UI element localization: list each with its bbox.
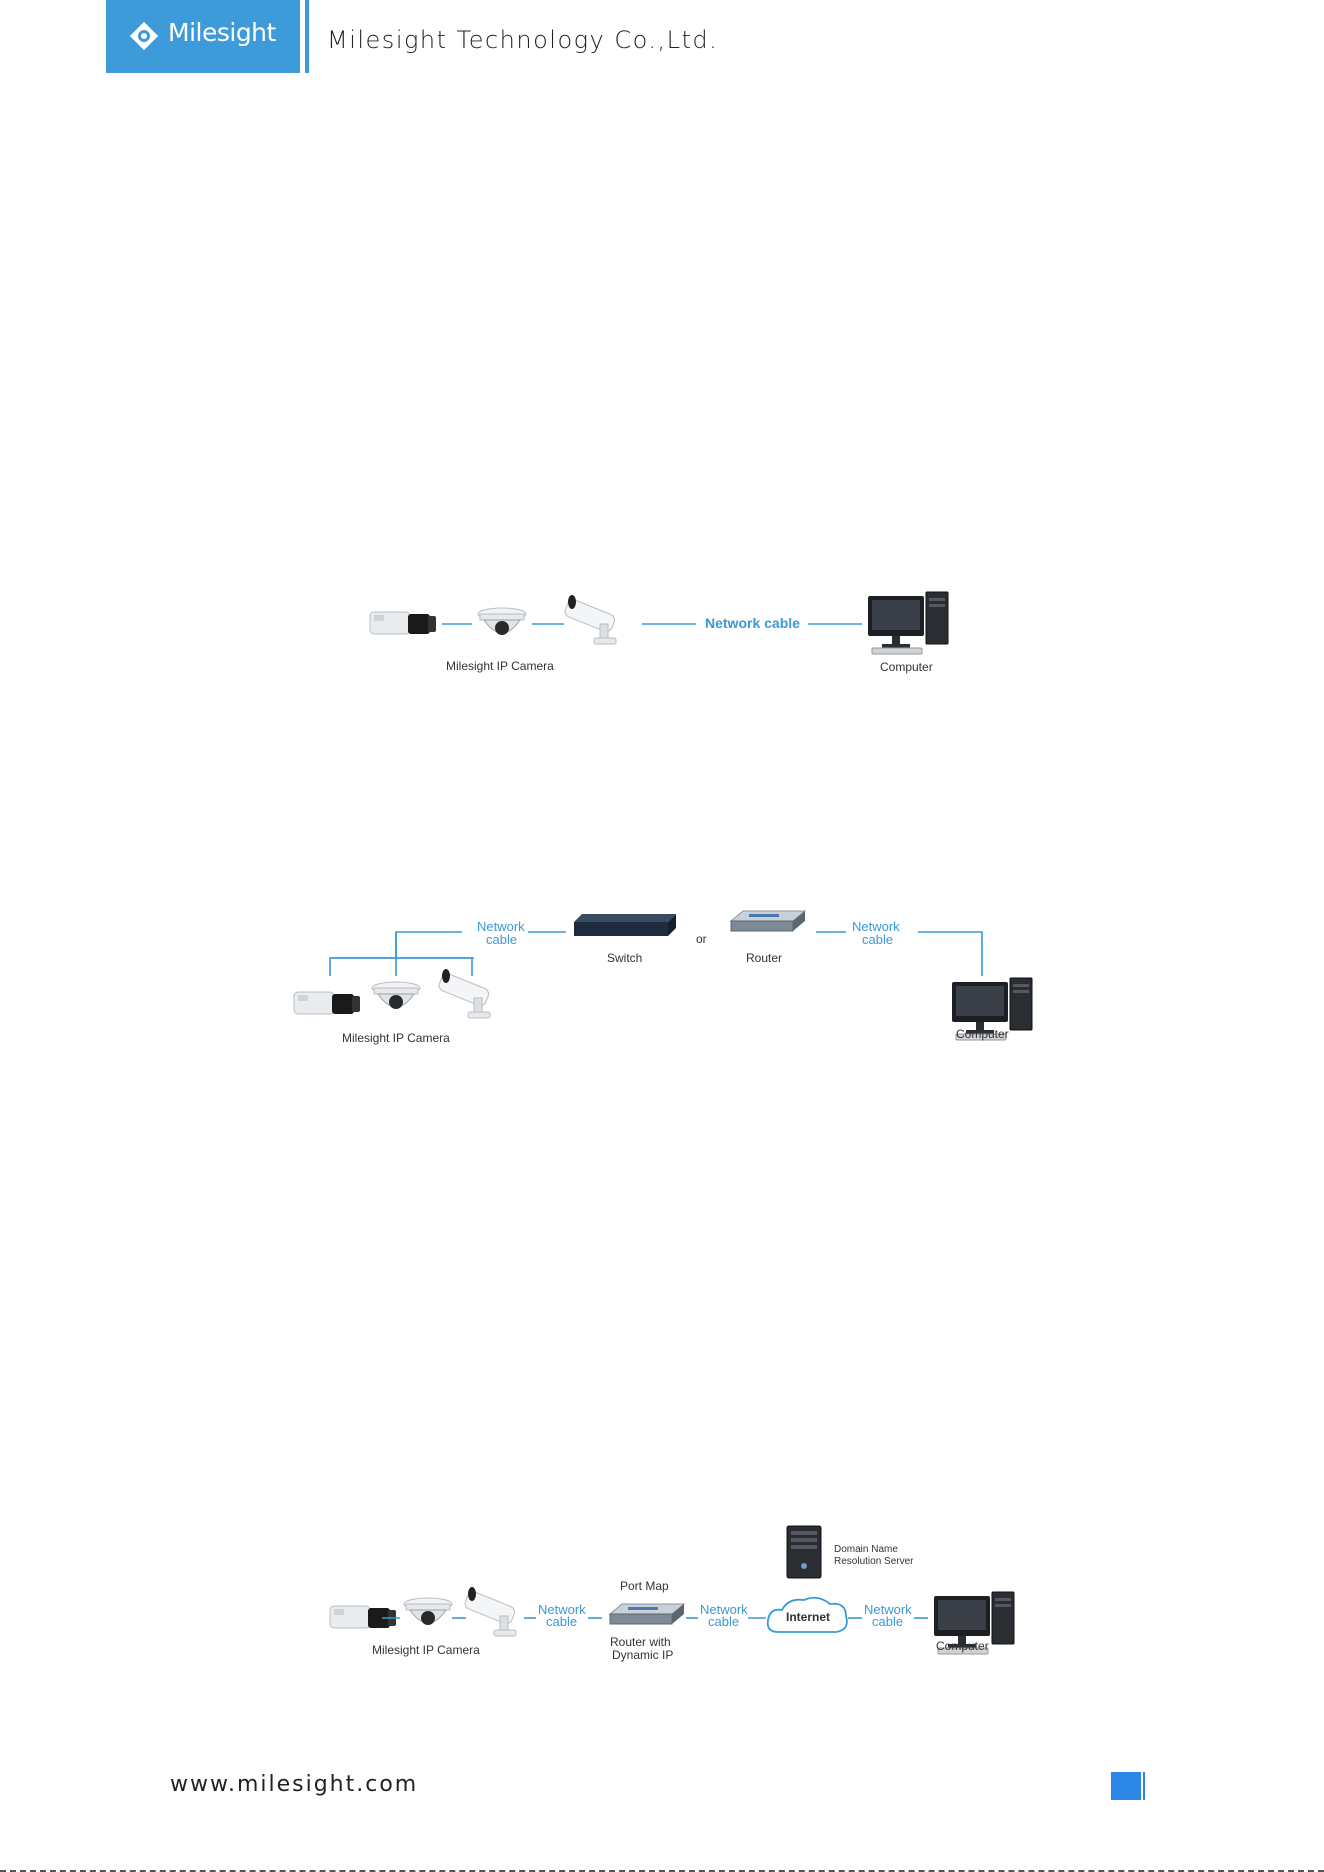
cable-label-3: cable	[872, 1614, 903, 1629]
milesight-logo-icon	[130, 22, 158, 50]
cable-label-2: Network	[700, 1602, 748, 1617]
cable-label-1: cable	[546, 1614, 577, 1629]
computer-label: Computer	[936, 1639, 989, 1653]
router-icon	[730, 910, 806, 932]
cable-label: Network cable	[705, 615, 800, 631]
page-bottom-border	[0, 1870, 1324, 1872]
computer-label: Computer	[956, 1027, 1009, 1041]
page-badge-divider	[1143, 1772, 1145, 1800]
cable-label-3: Network	[864, 1602, 912, 1617]
router-label: Dynamic IP	[612, 1648, 673, 1662]
brand-logo: Milesight	[106, 0, 300, 73]
bullet-camera-icon	[436, 968, 491, 1019]
box-camera-icon	[293, 991, 361, 1015]
diagram-direct-connection: Network cable Milesight IP Camera Comput…	[369, 591, 949, 674]
box-camera-icon	[329, 1605, 397, 1629]
diagram-lan-connection: Network cable Switch or Router Network c…	[293, 910, 1033, 1045]
cable-label-right: Network	[852, 919, 900, 934]
router-label: Router	[746, 951, 782, 965]
cable-label-left: Network	[477, 919, 525, 934]
cable-label-right: cable	[862, 932, 893, 947]
camera-label: Milesight IP Camera	[372, 1643, 480, 1657]
switch-label: Switch	[607, 951, 642, 965]
logo-text: Milesight	[168, 18, 276, 47]
internet-label: Internet	[786, 1610, 830, 1624]
dome-camera-icon	[403, 1597, 453, 1626]
or-label: or	[696, 932, 707, 946]
box-camera-icon	[369, 611, 437, 635]
camera-label: Milesight IP Camera	[446, 659, 554, 673]
computer-icon	[867, 591, 949, 655]
header-divider	[305, 0, 309, 73]
cable-label-left: cable	[486, 932, 517, 947]
router-label: Router with	[610, 1635, 671, 1649]
cable-line	[329, 957, 474, 976]
cable-label-2: cable	[708, 1614, 739, 1629]
company-name: Milesight Technology Co.,Ltd.	[327, 26, 719, 54]
dome-camera-icon	[477, 607, 527, 636]
cable-label-1: Network	[538, 1602, 586, 1617]
camera-label: Milesight IP Camera	[342, 1031, 450, 1045]
computer-label: Computer	[880, 660, 933, 674]
internet-cloud-icon	[766, 1596, 848, 1633]
bullet-camera-icon	[462, 1586, 517, 1637]
dns-label: Domain Name	[834, 1544, 898, 1555]
port-map-label: Port Map	[620, 1579, 669, 1593]
router-icon	[609, 1603, 685, 1625]
diagram-internet-connection: Milesight IP Camera Network cable Port M…	[329, 1525, 1015, 1662]
bullet-camera-icon	[562, 594, 617, 645]
cable-line	[330, 957, 473, 976]
cable-line	[918, 931, 983, 976]
dns-label: Resolution Server	[834, 1556, 914, 1567]
cable-line	[395, 931, 462, 976]
footer-website[interactable]: www.milesight.com	[170, 1772, 419, 1797]
server-icon	[786, 1525, 822, 1579]
page-number-badge	[1111, 1772, 1141, 1800]
dome-camera-icon	[371, 981, 421, 1010]
switch-icon	[574, 914, 676, 936]
